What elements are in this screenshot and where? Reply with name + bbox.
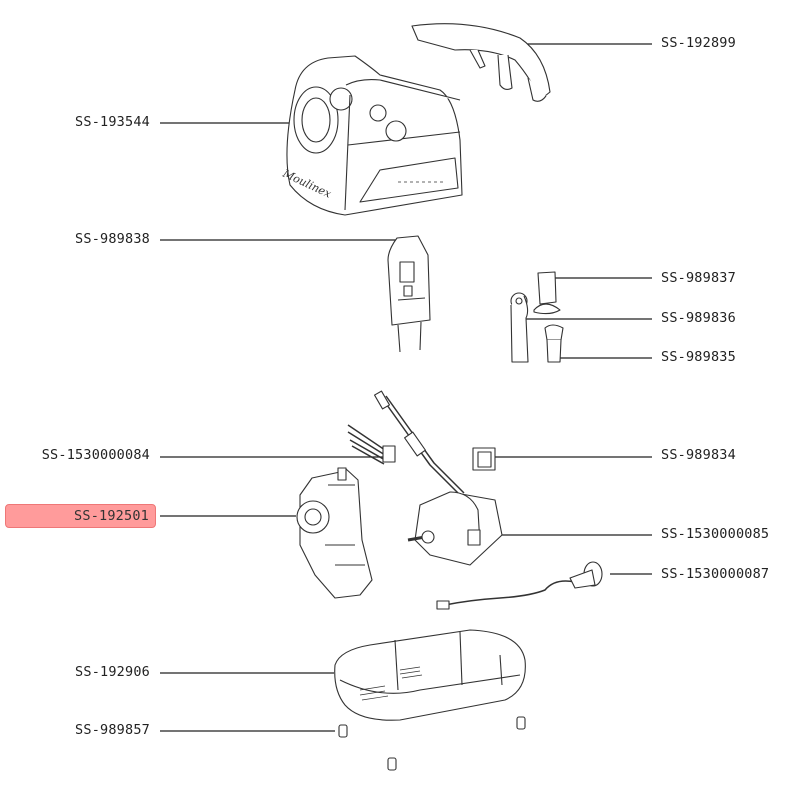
part-label-193544[interactable]: SS-193544	[75, 114, 150, 130]
part-wire-harness[interactable]	[347, 424, 396, 465]
part-label-1530000087[interactable]: SS-1530000087	[661, 566, 770, 582]
part-label-989836[interactable]: SS-989836	[661, 310, 736, 326]
part-label-192899[interactable]: SS-192899	[661, 35, 736, 51]
part-foot[interactable]	[338, 716, 526, 771]
part-base[interactable]	[334, 629, 526, 721]
part-label-1530000085[interactable]: SS-1530000085	[661, 526, 770, 542]
part-upper-housing[interactable]: Moulinex	[280, 55, 463, 216]
part-rocker-switch[interactable]	[472, 447, 496, 471]
part-label-989838[interactable]: SS-989838	[75, 231, 150, 247]
part-power-cord[interactable]	[436, 561, 603, 610]
part-upper-button[interactable]	[533, 271, 561, 315]
part-label-989835[interactable]: SS-989835	[661, 349, 736, 365]
part-lower-button[interactable]	[544, 324, 564, 363]
part-motor[interactable]	[407, 491, 503, 566]
part-label-989834[interactable]: SS-989834	[661, 447, 736, 463]
part-label-192501-highlighted[interactable]: SS-192501	[5, 504, 156, 528]
part-selector-lever[interactable]	[510, 292, 529, 363]
part-top-lid[interactable]	[411, 23, 551, 102]
part-gearbox[interactable]	[296, 467, 373, 599]
part-label-1530000084[interactable]: SS-1530000084	[41, 447, 150, 463]
part-control-board[interactable]	[387, 235, 431, 353]
part-label-192906[interactable]: SS-192906	[75, 664, 150, 680]
part-label-989837[interactable]: SS-989837	[661, 270, 736, 286]
part-label-989857[interactable]: SS-989857	[75, 722, 150, 738]
part-motor-wires	[373, 390, 465, 496]
